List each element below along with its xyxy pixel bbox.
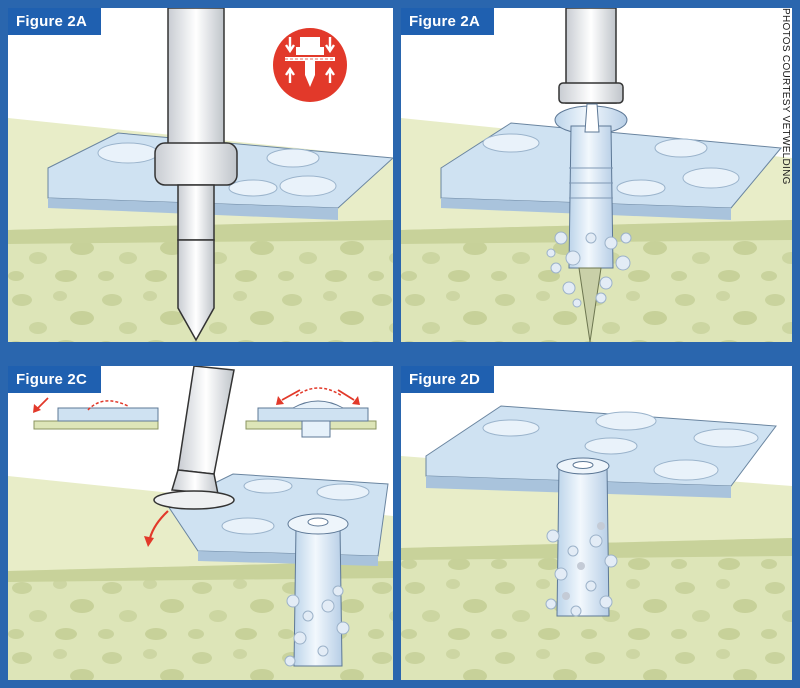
illustration-fixed-implant <box>401 405 792 680</box>
resorbable-implant <box>284 513 350 667</box>
panel-2d: Figure 2D <box>401 366 792 680</box>
illustration-pin-pressing <box>8 8 393 342</box>
photo-credit: PHOTOS COURTESY VETWELDING <box>780 8 791 185</box>
figure-label: Figure 2A <box>401 8 494 35</box>
panel-2a-right: Figure 2A <box>401 8 792 342</box>
sonotrode-pin <box>153 366 235 510</box>
rotation-arrow-icon <box>144 510 169 547</box>
illustration-head-forming <box>8 366 393 680</box>
figure-label: Figure 2A <box>8 8 101 35</box>
resorbable-implant <box>545 457 618 617</box>
sonotrode-pin <box>558 8 624 104</box>
inset-after-forming <box>245 387 377 438</box>
inset-before-forming <box>33 397 159 430</box>
figure-label: Figure 2D <box>401 366 494 393</box>
panel-2c: Figure 2C <box>8 366 393 680</box>
sonotrode-pin <box>154 8 238 342</box>
illustration-implant-melting <box>401 8 792 342</box>
press-down-force-icon <box>273 28 347 102</box>
figure-label: Figure 2C <box>8 366 101 393</box>
panel-2a-left: Figure 2A <box>8 8 393 342</box>
resorbable-implant <box>546 103 632 342</box>
